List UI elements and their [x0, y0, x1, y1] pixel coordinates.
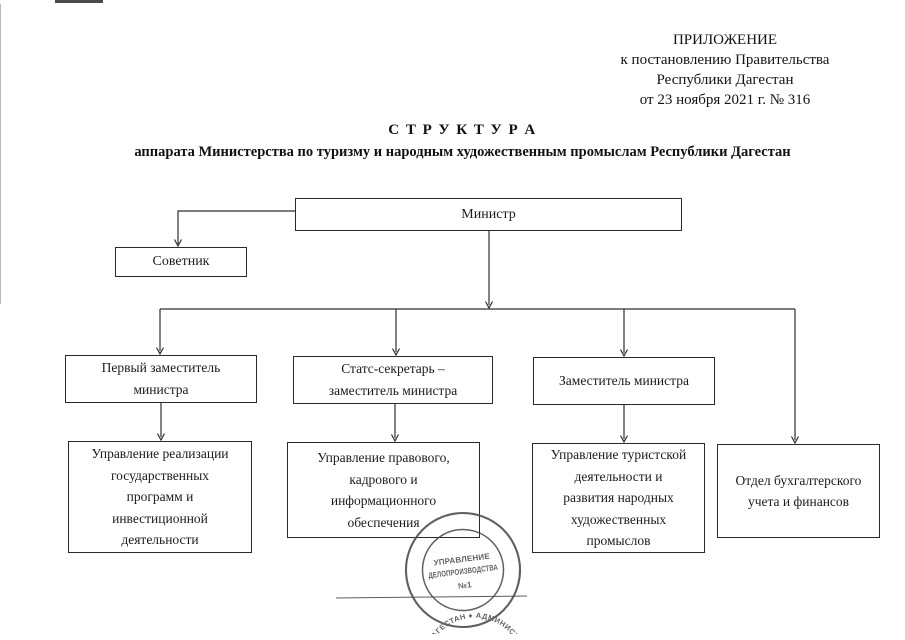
connector-minister-advisor: [177, 210, 295, 244]
annex-header: ПРИЛОЖЕНИЕ к постановлению Правительства…: [558, 30, 892, 110]
svg-text:♦ АДМИНИСТРАЦИЯ ГЛАВЫ И ПРАВИТ: ♦ АДМИНИСТРАЦИЯ ГЛАВЫ И ПРАВИТЕЛЬСТВА РЕ…: [413, 604, 527, 634]
org-box-label: Советник: [152, 254, 210, 270]
stamp-ring-text: ♦ АДМИНИСТРАЦИЯ ГЛАВЫ И ПРАВИТЕЛЬСТВА РЕ…: [413, 604, 527, 634]
org-box-label: деятельности и: [574, 468, 663, 484]
org-box-label: заместитель министра: [328, 383, 458, 398]
org-box-label: Управление правового,: [317, 450, 450, 465]
org-box-label: Управление реализации: [91, 446, 229, 462]
org-box-label: Управление туристской: [550, 447, 687, 463]
org-box-label: учета и финансов: [747, 494, 850, 509]
org-box-label: Отдел бухгалтерского: [735, 472, 862, 488]
annex-line: Республики Дагестан: [656, 72, 794, 88]
org-box-label: министра: [133, 382, 189, 397]
arrowhead: [390, 434, 400, 443]
arrowhead: [156, 433, 166, 442]
org-box-label: информационного: [330, 493, 437, 508]
arrowhead: [619, 349, 629, 358]
org-box-label: художественных: [570, 511, 667, 527]
stamp-inner-circle: [421, 528, 505, 612]
org-box-label: государственных: [110, 467, 210, 483]
org-box-label: развития народных: [563, 490, 674, 506]
org-box-minister: Министр: [295, 198, 682, 231]
org-box-label: Статс-секретарь –: [341, 361, 445, 376]
org-box-label: программ и: [126, 489, 194, 505]
org-box-label: инвестиционной: [112, 510, 208, 526]
arrowhead: [484, 301, 494, 310]
org-box-deputy: Заместитель министра: [533, 357, 715, 405]
org-box-label: Министр: [461, 206, 516, 222]
org-box-state-secretary: Статс-секретарь – заместитель министра: [293, 356, 493, 404]
annex-line: ПРИЛОЖЕНИЕ: [672, 32, 778, 48]
org-box-tourism-dept: Управление туристской деятельности и раз…: [532, 443, 705, 553]
org-box-program-dept: Управление реализации государственных пр…: [68, 441, 252, 553]
annex-line: от 23 ноября 2021 г. № 316: [639, 92, 811, 108]
org-box-label: Первый заместитель: [101, 360, 221, 375]
official-stamp: ♦ АДМИНИСТРАЦИЯ ГЛАВЫ И ПРАВИТЕЛЬСТВА РЕ…: [404, 511, 527, 634]
arrowhead: [619, 435, 629, 444]
org-box-label: промыслов: [586, 533, 651, 549]
document-subtitle: аппарата Министерства по туризму и народ…: [134, 144, 791, 160]
org-box-label: обеспечения: [347, 514, 420, 530]
document-title: С Т Р У К Т У Р А: [388, 122, 537, 138]
org-box-accounting-dept: Отдел бухгалтерского учета и финансов: [717, 444, 880, 538]
scan-artifact-bar: [55, 0, 103, 3]
arrowhead: [391, 348, 401, 357]
org-box-first-deputy: Первый заместитель министра: [65, 355, 257, 403]
annex-line: к постановлению Правительства: [620, 52, 830, 68]
arrowhead: [173, 239, 183, 248]
org-box-label: деятельности: [121, 532, 199, 548]
org-box-legal-dept: Управление правового, кадрового и информ…: [287, 442, 480, 538]
arrowhead: [790, 436, 800, 445]
scan-artifact-edge: [0, 4, 1, 304]
stamp-outer-circle: [404, 511, 522, 629]
signature-line: [335, 595, 528, 599]
stamp-center-line3: №1: [458, 580, 473, 591]
org-box-label: Заместитель министра: [559, 373, 689, 388]
org-box-label: кадрового и: [349, 471, 418, 487]
org-box-advisor: Советник: [115, 247, 247, 277]
arrowhead: [155, 347, 165, 356]
